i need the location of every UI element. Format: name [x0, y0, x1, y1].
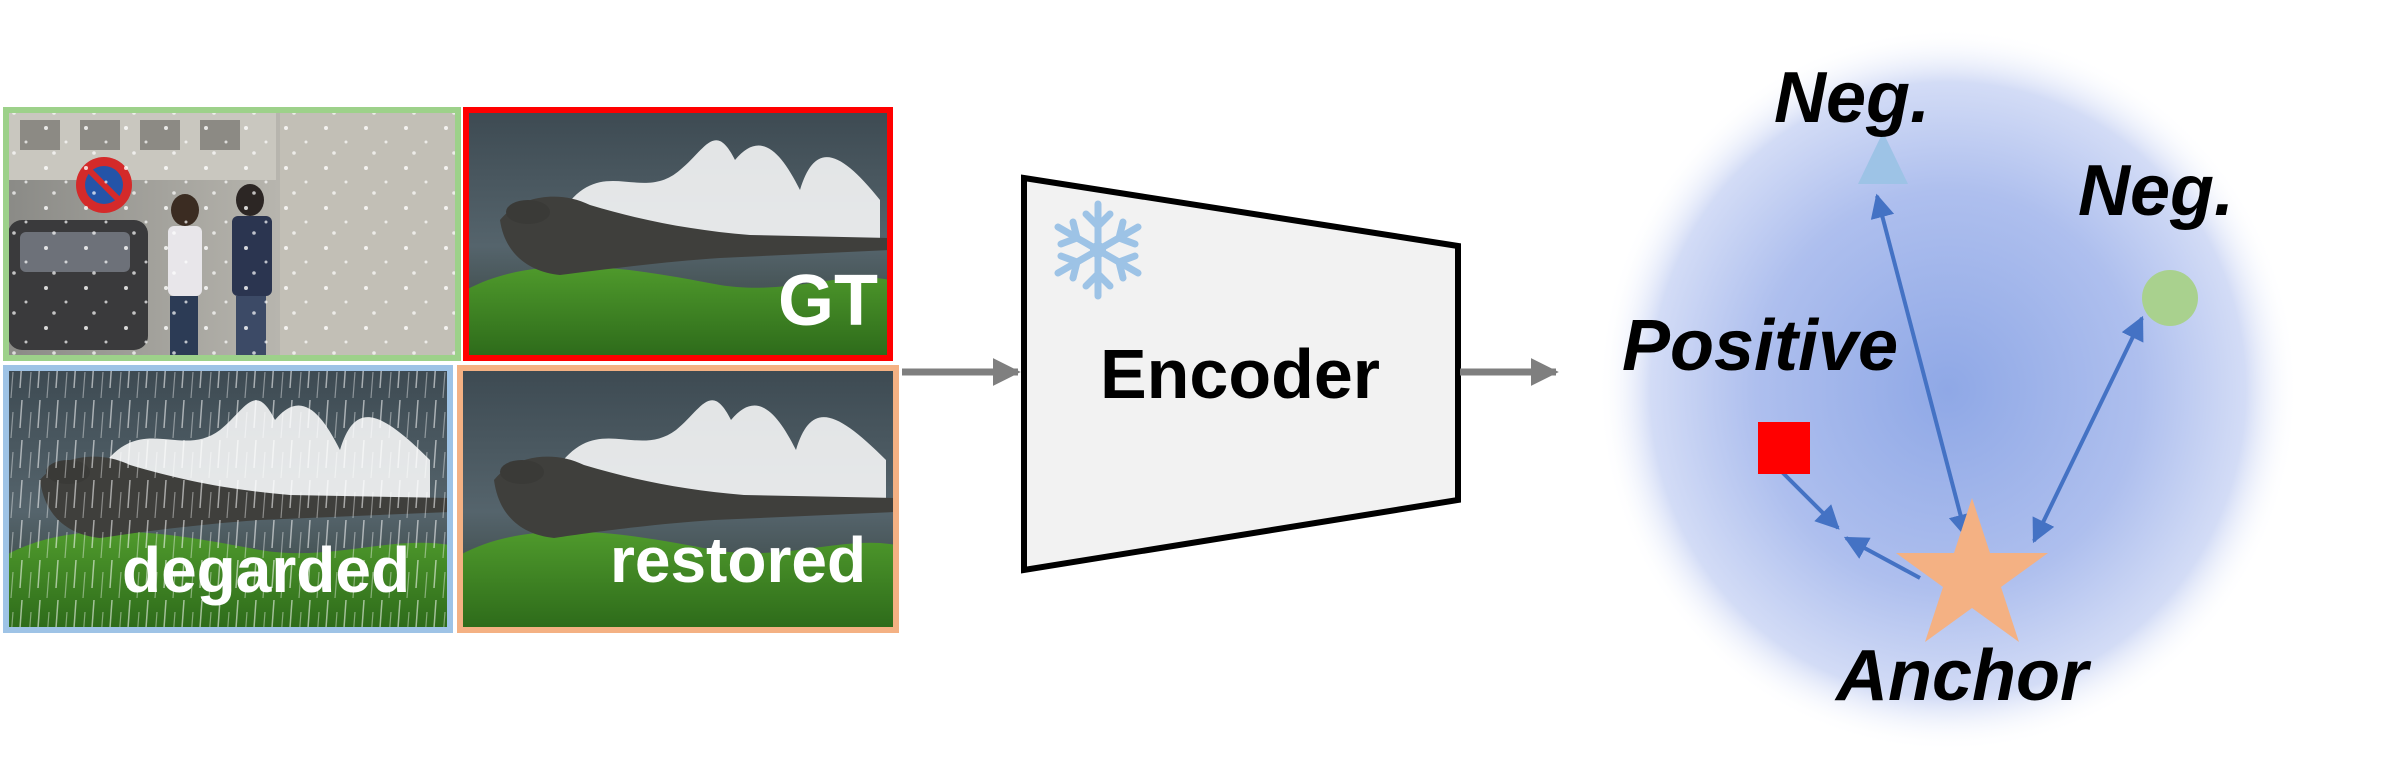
neg-right-label: Neg. — [2078, 151, 2234, 231]
anchor-to-positive-arrow — [1843, 536, 1921, 580]
degraded-image: degarded — [3, 365, 453, 633]
gt-image: GT — [463, 107, 893, 361]
positive-label: Positive — [1622, 306, 1898, 386]
positive-arrow — [1780, 470, 1840, 530]
positive-square-marker — [1758, 422, 1810, 474]
gt-label: GT — [778, 261, 878, 341]
restored-label: restored — [610, 524, 866, 596]
snowflake-icon — [1054, 200, 1142, 300]
embedding-space: Neg. Neg. Positive Anchor — [1598, 28, 2298, 752]
neg-triangle-marker — [1858, 132, 1908, 184]
degraded-label: degarded — [122, 534, 410, 606]
street-image — [3, 107, 461, 361]
anchor-star-marker — [1896, 498, 2048, 642]
neg-circle-marker — [2142, 270, 2198, 326]
encoder-block: Encoder — [1021, 174, 1461, 574]
neg-top-label: Neg. — [1774, 58, 1930, 138]
restored-image: restored — [457, 365, 899, 633]
anchor-label: Anchor — [1834, 636, 2092, 716]
anchor-neg-right-arrow — [2032, 315, 2144, 544]
anchor-neg-top-arrow — [1870, 193, 1973, 539]
encoder-label: Encoder — [1100, 335, 1380, 413]
